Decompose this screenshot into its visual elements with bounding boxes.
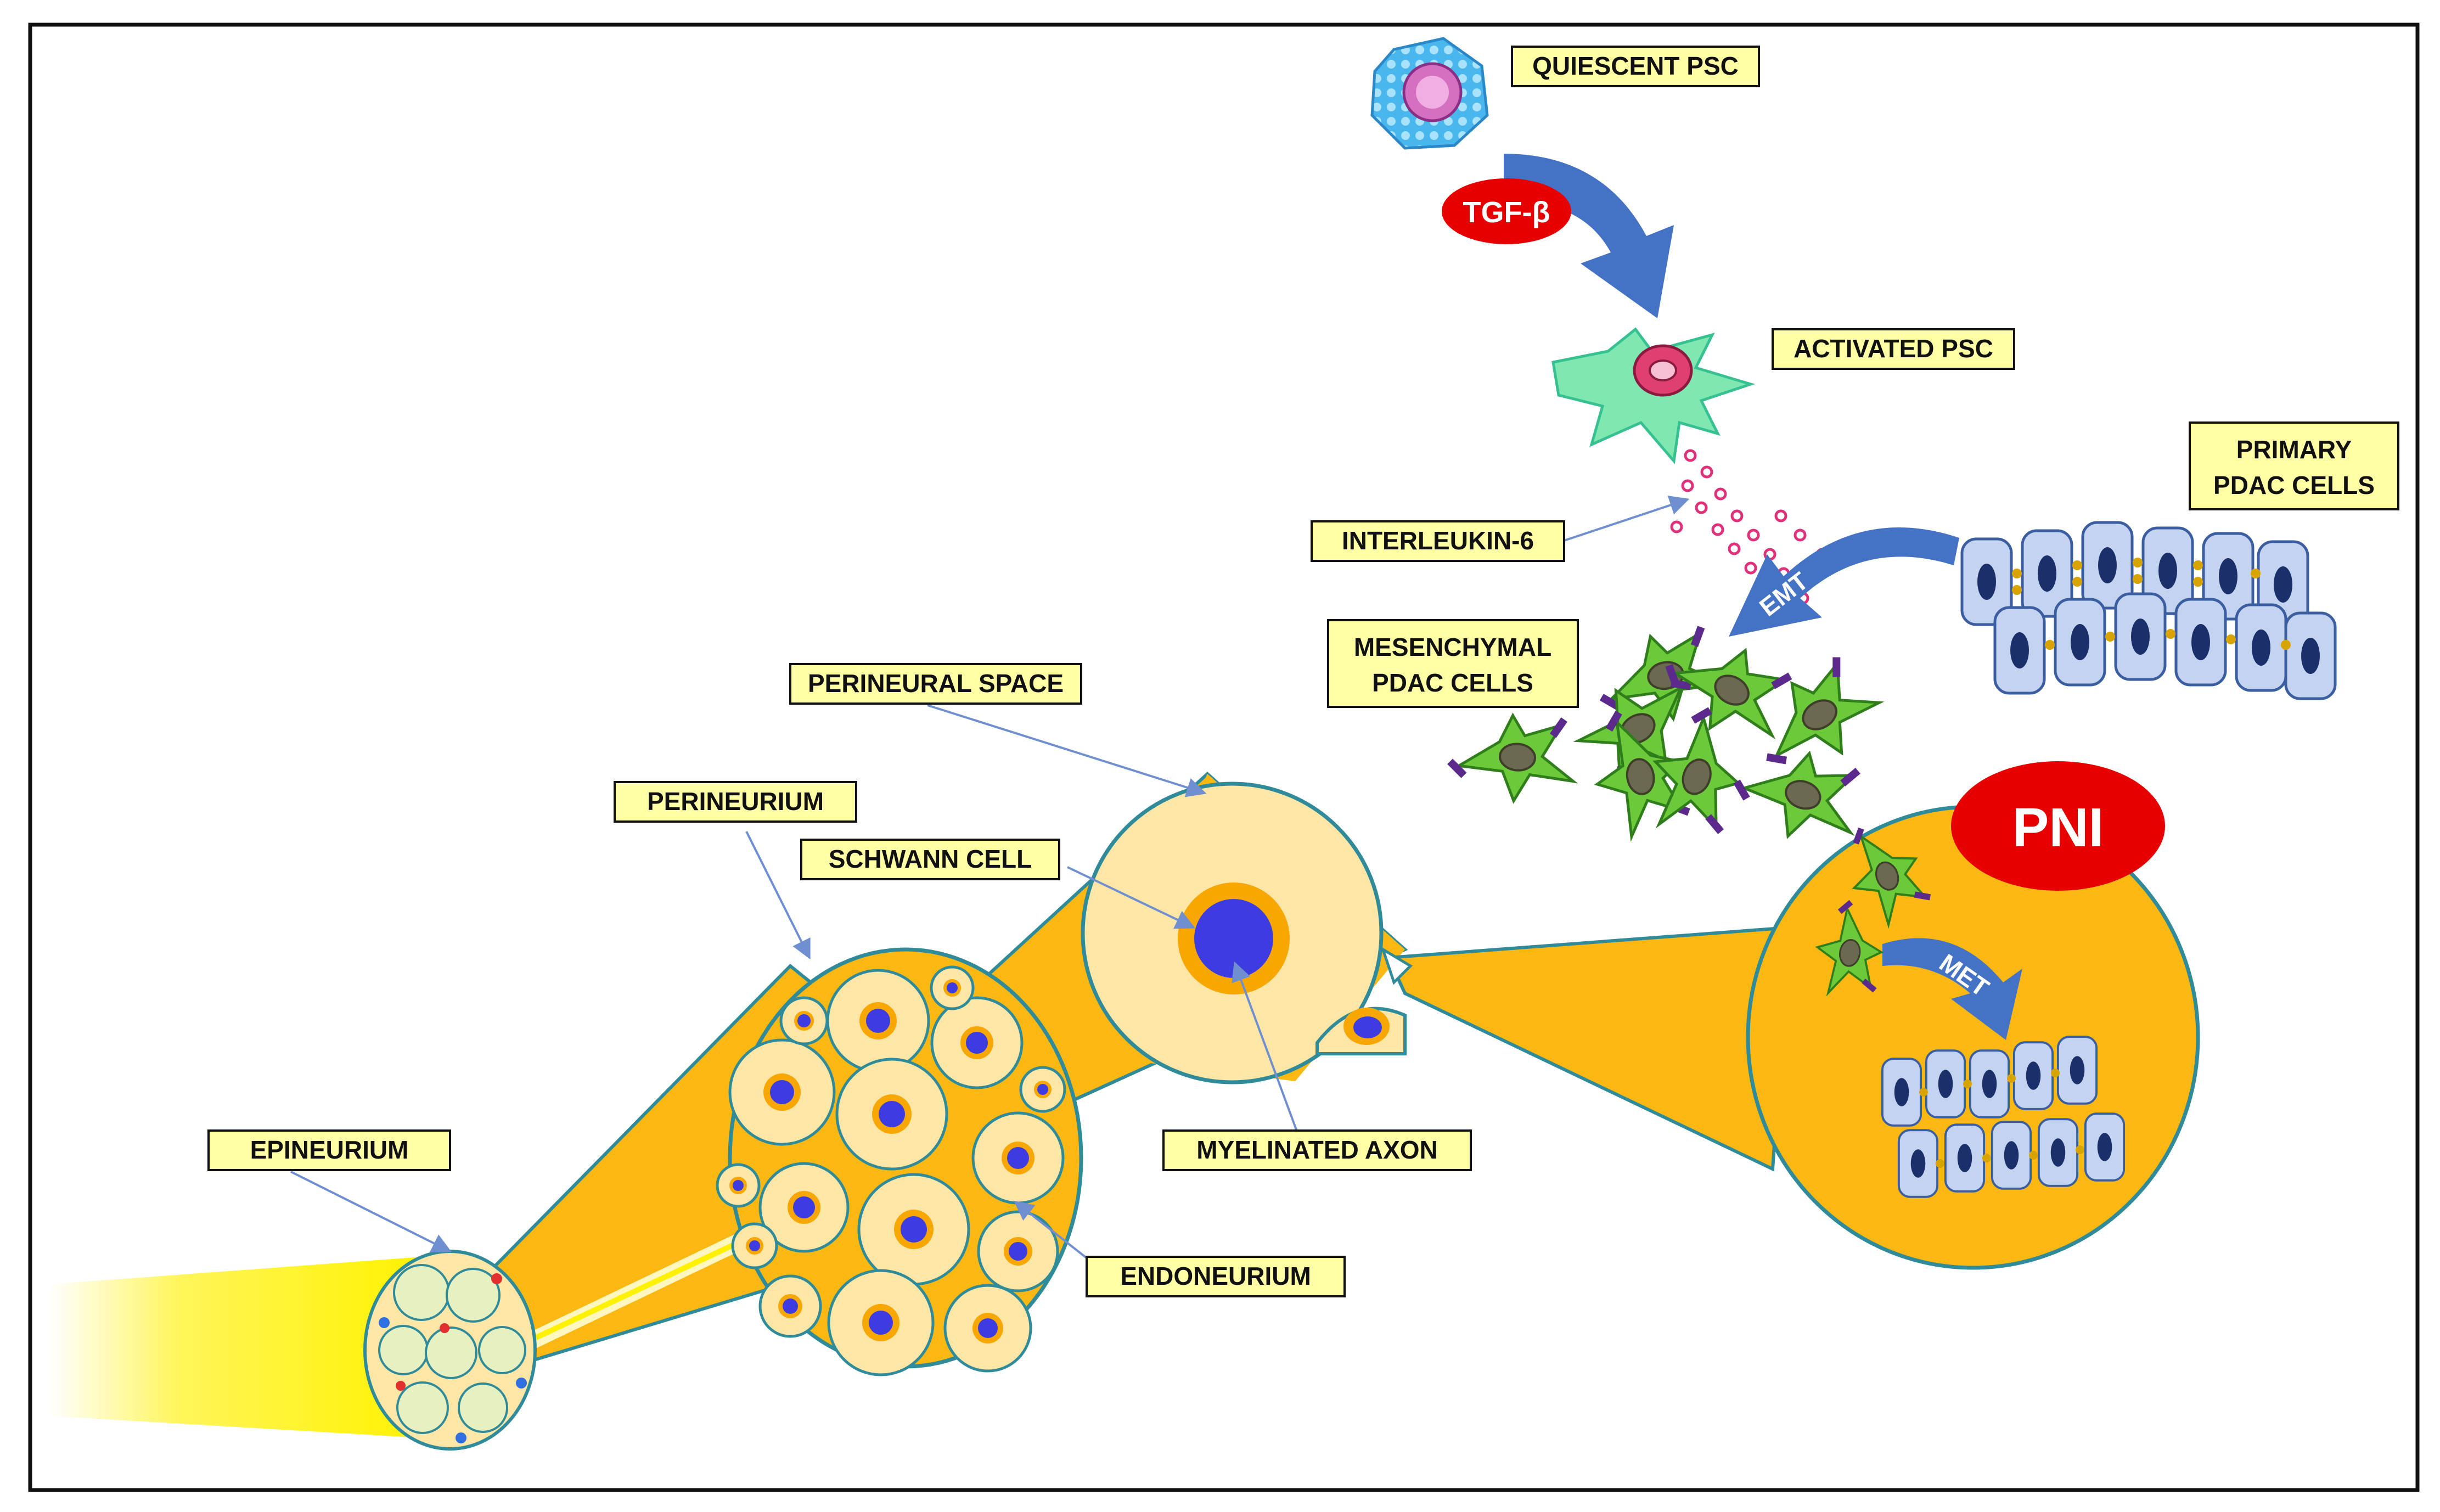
svg-text:EPINEURIUM: EPINEURIUM — [250, 1136, 409, 1164]
label-mesenchymal: MESENCHYMAL PDAC CELLS — [1327, 619, 1579, 708]
primary-pdac-cluster — [1962, 522, 2335, 699]
svg-text:PERINEURAL SPACE: PERINEURAL SPACE — [808, 669, 1064, 698]
fascicle — [716, 947, 1083, 1376]
label-primary-pdac: PRIMARY PDAC CELLS — [2189, 421, 2399, 510]
pni-badge-text: PNI — [2012, 797, 2104, 858]
myelinated-axon — [1194, 899, 1273, 978]
svg-text:QUIESCENT PSC: QUIESCENT PSC — [1532, 52, 1739, 80]
label-myelinated-axon: MYELINATED AXON — [1162, 1129, 1472, 1171]
label-endoneurium: ENDONEURIUM — [1086, 1256, 1346, 1297]
svg-text:PDAC CELLS: PDAC CELLS — [2213, 471, 2375, 499]
svg-text:PRIMARY: PRIMARY — [2236, 435, 2352, 464]
svg-text:MYELINATED AXON: MYELINATED AXON — [1196, 1136, 1438, 1164]
nerve-trunk — [49, 1257, 423, 1438]
svg-text:PERINEURIUM: PERINEURIUM — [647, 787, 824, 816]
tgf-beta-text: TGF-β — [1463, 196, 1550, 229]
svg-text:PDAC CELLS: PDAC CELLS — [1372, 668, 1533, 697]
label-schwann-cell: SCHWANN CELL — [800, 839, 1060, 880]
pni-pdac-cluster — [1881, 1036, 2126, 1198]
quiescent-psc-cell — [1370, 37, 1489, 150]
axon-zoom — [1076, 774, 1407, 1084]
label-perineural-space: PERINEURAL SPACE — [789, 663, 1082, 705]
pni-circle — [1746, 805, 2200, 1270]
label-perineurium: PERINEURIUM — [614, 781, 857, 823]
epineurium-cross-section — [363, 1250, 537, 1451]
label-quiescent-psc: QUIESCENT PSC — [1511, 46, 1760, 87]
pointer-lines — [290, 496, 1690, 1263]
svg-text:INTERLEUKIN-6: INTERLEUKIN-6 — [1342, 526, 1534, 555]
pni-badge: PNI — [1951, 761, 2165, 891]
emt-arrow: EMT — [1729, 527, 1959, 637]
tgf-beta-badge: TGF-β — [1442, 178, 1571, 244]
activated-psc-cell — [1551, 327, 1756, 464]
svg-text:MESENCHYMAL: MESENCHYMAL — [1354, 633, 1551, 661]
svg-text:ENDONEURIUM: ENDONEURIUM — [1120, 1262, 1311, 1290]
label-interleukin: INTERLEUKIN-6 — [1311, 520, 1565, 562]
zoom-cone-pni — [1386, 925, 1791, 1172]
label-epineurium: EPINEURIUM — [207, 1129, 451, 1171]
svg-text:SCHWANN CELL: SCHWANN CELL — [829, 845, 1032, 873]
label-activated-psc: ACTIVATED PSC — [1772, 328, 2015, 370]
svg-text:ACTIVATED PSC: ACTIVATED PSC — [1794, 334, 1993, 363]
